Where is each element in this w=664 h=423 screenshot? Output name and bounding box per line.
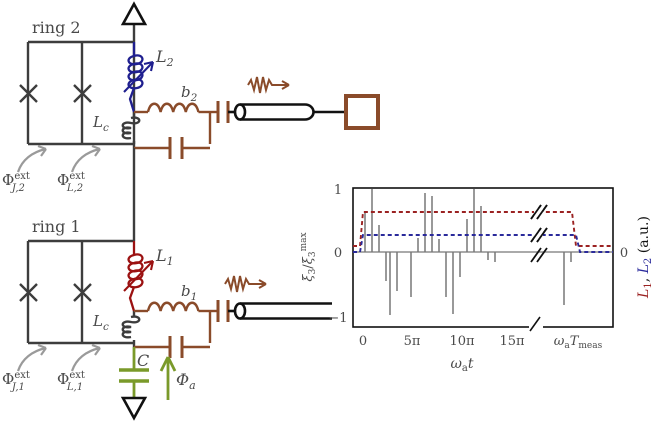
flux-arrow-l1-icon [70,343,101,372]
plot-ylabel-right: L1, L2 (a.u.) [636,216,654,299]
detector-box-2 [344,94,380,130]
inductor-l1-icon [123,241,155,312]
ytick-left-minus1: −1 [328,311,347,326]
filter-network-b2 [134,101,230,159]
shunt-capacitor-c-icon [119,347,149,398]
flux-arrow-j1-icon [16,343,47,372]
ytick-left-1: 1 [334,183,342,198]
xtick-0: 0 [359,334,367,349]
waveguide-2 [228,103,346,121]
filter-network-b1 [134,300,230,358]
filter-b2-label: b2 [181,83,198,104]
coupling-inductor-lc-1-label: Lc [92,312,109,333]
coupling-inductor-lc-2-label: Lc [92,113,109,134]
node-triangle-up-icon [120,1,148,26]
xtick-5pi: 5π [404,334,421,349]
flux-arrow-l2-icon [70,144,101,173]
flux-arrow-j2-icon [16,144,47,173]
plot-xlabel: ωat [450,356,473,374]
svg-text:ξ3/ξ3max: ξ3/ξ3max [299,232,318,281]
axis-break-marks-overlay-icon [530,204,548,243]
drive-flux-label: Φa [176,370,196,392]
x-axis-break-icon [529,316,543,333]
ytick-left-0: 0 [334,246,342,261]
xtick-15pi: 15π [499,334,525,349]
ring1-group: ring 1 L1 Lc [2,217,332,421]
photon-arrow-1-icon [224,275,267,293]
xi3-stem-series [364,189,572,315]
ground-triangle-down-icon [120,396,148,421]
inductor-l2-icon [123,42,155,113]
xtick-10pi: 10π [449,334,475,349]
l2-envelope [353,234,613,253]
ytick-right-0: 0 [620,246,628,261]
l1-envelope [353,211,613,247]
inductor-l1-label: L1 [155,246,174,268]
pulse-sequence-plot: 1 0 −1 0 ξ3/ξ3max L1, L2 (a.u.) 0 5π 10π… [299,183,654,374]
shunt-capacitor-c-label: C [137,351,149,370]
ring1-label: ring 1 [32,217,81,236]
ring2-label: ring 2 [32,18,81,37]
plot-frame [352,187,614,328]
josephson-junction-icon [19,283,92,302]
xtick-omega-tmeas: ωaTmeas [554,334,603,351]
axis-break-gap [534,208,543,240]
josephson-junction-icon [19,84,92,103]
photon-arrow-2-icon [247,76,290,94]
inductor-l2-label: L2 [155,47,174,69]
filter-b1-label: b1 [181,282,197,303]
svg-text:L1, L2 (a.u.): L1, L2 (a.u.) [636,216,654,299]
ring2-group: ring 2 L2 [2,1,380,194]
drive-flux-arrow-icon [159,356,177,400]
waveguide-1 [228,302,332,320]
plot-ylabel-left: ξ3/ξ3max [299,232,318,281]
